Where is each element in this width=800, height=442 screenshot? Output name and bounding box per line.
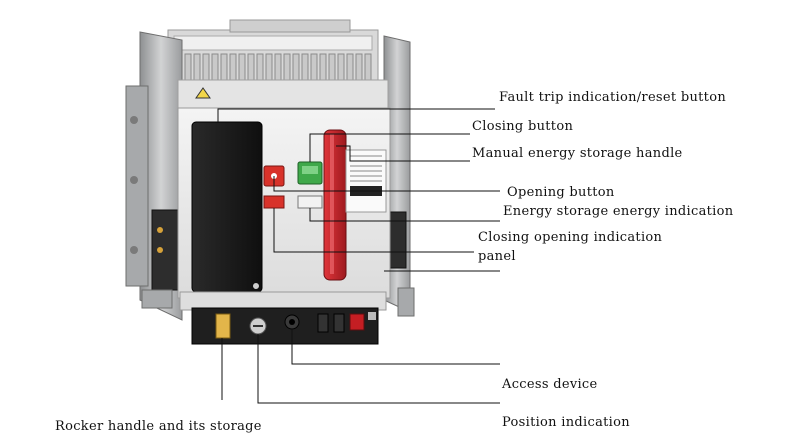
terminal-tooth <box>256 53 264 81</box>
terminal-tooth <box>211 53 219 81</box>
bottom-module <box>179 291 387 345</box>
fault-trip-cover <box>191 121 263 293</box>
left-side-frame <box>125 31 183 321</box>
leader-lines <box>217 108 500 404</box>
terminal-tooth <box>238 53 246 81</box>
terminal-tooth <box>193 53 201 81</box>
label-rocker-handle: Rocker handle and its storage <box>55 419 262 434</box>
terminal-tooth <box>274 53 282 81</box>
terminal-tooth <box>364 53 372 81</box>
terminal-tooth <box>220 53 228 81</box>
terminal-tooth <box>346 53 354 81</box>
terminal-tooth <box>328 53 336 81</box>
label-energy-indication: Energy storage energy indication <box>503 204 734 219</box>
terminal-tooth <box>202 53 210 81</box>
leader-opening-button <box>273 176 500 192</box>
terminal-tooth <box>301 53 309 81</box>
terminal-tooth <box>283 53 291 81</box>
terminal-tooth <box>310 53 318 81</box>
leader-access-device <box>291 330 500 365</box>
terminal-tooth <box>229 53 237 81</box>
energy-storage-handle-shape <box>323 129 347 281</box>
label-closing-opening: Closing opening indication <box>478 230 663 245</box>
closing-button-shape <box>297 161 323 185</box>
terminal-tooth <box>247 53 255 81</box>
leader-energy-indication <box>309 208 500 222</box>
terminal-tooth <box>319 53 327 81</box>
label-fault-trip: Fault trip indication/reset button <box>499 90 726 105</box>
leader-position-indication <box>257 334 500 404</box>
terminal-tooth <box>265 53 273 81</box>
label-panel: panel <box>478 249 516 264</box>
terminal-tooth <box>337 53 345 81</box>
leader-closing-button <box>309 133 470 162</box>
nameplate <box>345 149 387 213</box>
terminal-tooth <box>292 53 300 81</box>
label-closing-button: Closing button <box>472 119 574 134</box>
top-terminal-block <box>167 19 379 87</box>
label-access-device: Access device <box>502 377 598 392</box>
leader-manual-handle <box>336 145 470 162</box>
terminal-tooth <box>184 53 192 81</box>
terminal-tooth <box>355 53 363 81</box>
label-manual-handle: Manual energy storage handle <box>472 146 683 161</box>
leader-fault-trip <box>217 108 495 122</box>
label-position-indication: Position indication <box>502 415 630 430</box>
label-opening-button: Opening button <box>507 185 615 200</box>
leader-closing-opening <box>273 208 474 253</box>
